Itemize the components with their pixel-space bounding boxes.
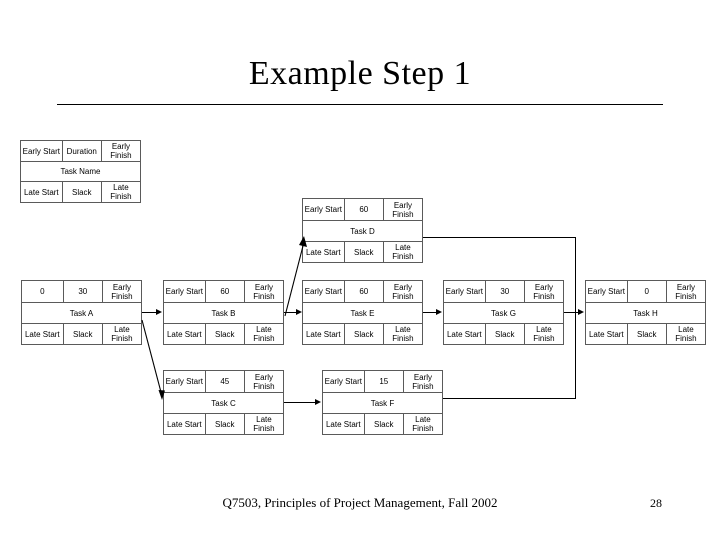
legend-box: Early Start Duration Early Finish Task N…	[20, 140, 141, 203]
task-e-slack: Slack	[345, 324, 384, 344]
edge-b-to-e-arrowhead	[296, 309, 302, 315]
task-a-slack: Slack	[64, 324, 103, 344]
edge-a-to-b	[142, 312, 157, 313]
edge-a-to-b-arrowhead	[156, 309, 162, 315]
task-node-d[interactable]: Early Start 60 Early Finish Task D Late …	[302, 198, 423, 263]
task-e-late-finish: Late Finish	[392, 325, 414, 343]
task-e-name: Task E	[350, 308, 375, 318]
task-h-name: Task H	[633, 308, 658, 318]
legend-slack: Slack	[63, 182, 102, 202]
title-divider	[57, 104, 663, 105]
edge-a-to-c	[141, 319, 165, 400]
task-c-early-finish: Early Finish	[253, 372, 275, 391]
task-h-late-start: Late Start	[586, 324, 628, 344]
footer-text: Q7503, Principles of Project Management,…	[222, 495, 498, 510]
legend-early-finish: Early Finish	[110, 142, 132, 160]
task-f-early-finish: Early Finish	[412, 372, 434, 391]
task-f-slack: Slack	[365, 414, 404, 434]
task-d-late-finish: Late Finish	[392, 243, 414, 261]
task-node-a[interactable]: 0 30 Early Finish Task A Late Start Slac…	[21, 280, 142, 345]
task-d-late-start: Late Start	[303, 242, 345, 262]
task-b-early-start: Early Start	[164, 281, 206, 302]
task-g-late-finish: Late Finish	[533, 325, 555, 343]
legend-early-start: Early Start	[21, 141, 63, 161]
legend-task-name: Task Name	[60, 167, 101, 176]
edge-f-to-h-segment-horizontal	[443, 398, 576, 399]
task-d-early-finish: Early Finish	[392, 200, 414, 219]
task-g-name: Task G	[491, 308, 516, 318]
task-g-early-start: Early Start	[444, 281, 486, 302]
task-e-duration: 60	[345, 281, 384, 302]
task-h-duration: 0	[628, 281, 667, 302]
task-h-early-finish: Early Finish	[675, 282, 697, 301]
edge-e-to-g-arrowhead	[436, 309, 442, 315]
legend-late-start: Late Start	[21, 182, 63, 202]
task-d-early-start: Early Start	[303, 199, 345, 220]
task-a-name: Task A	[69, 308, 94, 318]
task-c-late-finish: Late Finish	[253, 415, 275, 433]
task-c-early-start: Early Start	[164, 371, 206, 392]
task-b-slack: Slack	[206, 324, 245, 344]
task-a-late-finish: Late Finish	[111, 325, 133, 343]
edge-b-to-d	[284, 236, 307, 317]
task-b-duration: 60	[206, 281, 245, 302]
edge-b-to-e	[284, 312, 298, 313]
task-h-slack: Slack	[628, 324, 667, 344]
task-node-c[interactable]: Early Start 45 Early Finish Task C Late …	[163, 370, 284, 435]
task-g-duration: 30	[486, 281, 525, 302]
task-c-late-start: Late Start	[164, 414, 206, 434]
task-g-late-start: Late Start	[444, 324, 486, 344]
page-number: 28	[650, 496, 662, 510]
task-g-slack: Slack	[486, 324, 525, 344]
task-f-early-start: Early Start	[323, 371, 365, 392]
task-node-f[interactable]: Early Start 15 Early Finish Task F Late …	[322, 370, 443, 435]
task-f-late-finish: Late Finish	[412, 415, 434, 433]
edge-c-to-f	[284, 402, 316, 403]
edge-into-task-h-arrowhead	[578, 309, 584, 315]
task-b-late-start: Late Start	[164, 324, 206, 344]
task-b-late-finish: Late Finish	[253, 325, 275, 343]
task-e-late-start: Late Start	[303, 324, 345, 344]
task-node-e[interactable]: Early Start 60 Early Finish Task E Late …	[302, 280, 423, 345]
task-h-late-finish: Late Finish	[675, 325, 697, 343]
page-title: Example Step 1	[248, 55, 472, 92]
task-node-b[interactable]: Early Start 60 Early Finish Task B Late …	[163, 280, 284, 345]
task-c-slack: Slack	[206, 414, 245, 434]
task-g-early-finish: Early Finish	[533, 282, 555, 301]
legend-duration: Duration	[63, 141, 102, 161]
task-a-early-finish: Early Finish	[111, 282, 133, 301]
task-c-name: Task C	[211, 398, 236, 408]
task-d-slack: Slack	[345, 242, 384, 262]
edge-d-to-h-segment-horizontal	[423, 237, 576, 238]
task-b-name: Task B	[211, 308, 236, 318]
task-a-duration: 30	[64, 281, 103, 302]
task-c-duration: 45	[206, 371, 245, 392]
task-d-name: Task D	[350, 226, 375, 236]
edge-g-to-h	[564, 312, 578, 313]
legend-late-finish: Late Finish	[110, 183, 132, 201]
task-f-duration: 15	[365, 371, 404, 392]
task-e-early-finish: Early Finish	[392, 282, 414, 301]
edge-c-to-f-arrowhead	[315, 399, 321, 405]
task-a-early-start: 0	[22, 281, 64, 302]
edge-e-to-g	[423, 312, 437, 313]
task-h-early-start: Early Start	[586, 281, 628, 302]
task-node-h[interactable]: Early Start 0 Early Finish Task H Late S…	[585, 280, 706, 345]
task-f-name: Task F	[370, 398, 395, 408]
task-b-early-finish: Early Finish	[253, 282, 275, 301]
task-e-early-start: Early Start	[303, 281, 345, 302]
task-a-late-start: Late Start	[22, 324, 64, 344]
edge-junction-vertical-bus	[575, 237, 576, 399]
task-f-late-start: Late Start	[323, 414, 365, 434]
task-node-g[interactable]: Early Start 30 Early Finish Task G Late …	[443, 280, 564, 345]
task-d-duration: 60	[345, 199, 384, 220]
